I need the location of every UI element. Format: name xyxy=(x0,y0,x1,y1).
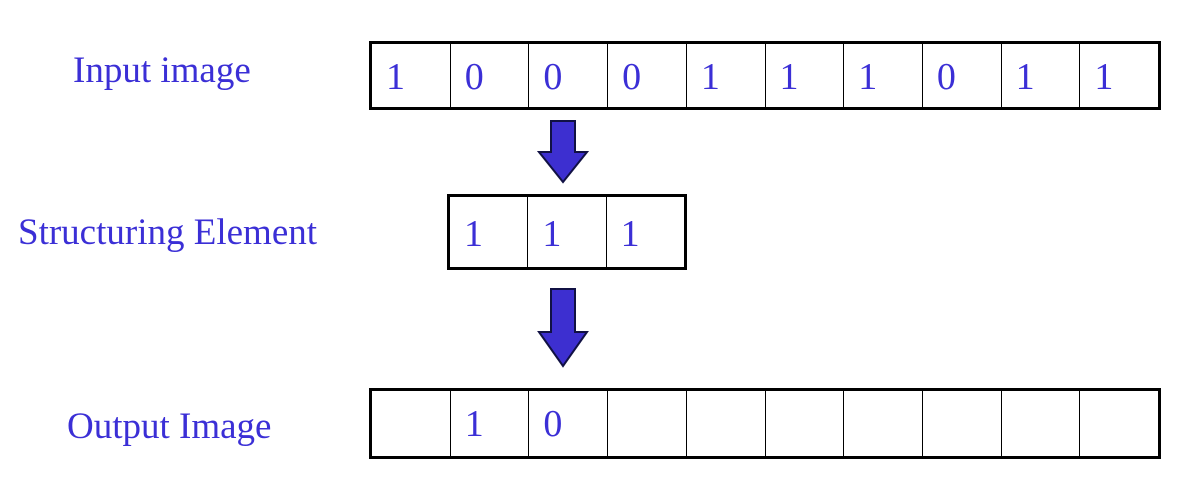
output-cell xyxy=(921,391,1001,456)
output-cell xyxy=(764,391,844,456)
output-cell: 1 xyxy=(449,391,529,456)
structuring-element-row: 1 1 1 xyxy=(447,194,687,270)
input-image-row: 1 0 0 0 1 1 1 0 1 1 xyxy=(369,41,1161,110)
input-cell: 1 xyxy=(386,56,405,98)
structuring-element-cell: 1 xyxy=(605,197,684,267)
down-arrow-icon xyxy=(537,288,589,368)
input-cell: 0 xyxy=(607,44,686,107)
output-cell xyxy=(685,391,765,456)
input-cell: 1 xyxy=(1000,44,1080,107)
output-cell xyxy=(372,391,450,456)
input-cell: 0 xyxy=(528,44,607,107)
input-cell: 0 xyxy=(449,44,529,107)
structuring-element-label: Structuring Element xyxy=(18,212,318,253)
output-cell xyxy=(607,391,686,456)
input-cell: 1 xyxy=(764,44,844,107)
output-cell xyxy=(1079,391,1158,456)
output-image-label: Output Image xyxy=(67,406,272,447)
input-cell: 1 xyxy=(843,44,922,107)
structuring-element-cell: 1 xyxy=(464,213,483,255)
input-image-label: Input image xyxy=(73,50,251,91)
output-cell: 0 xyxy=(528,391,607,456)
input-cell: 1 xyxy=(685,44,765,107)
input-cell: 0 xyxy=(921,44,1001,107)
output-image-row: 1 0 xyxy=(369,388,1161,459)
down-arrow-icon xyxy=(537,120,589,184)
structuring-element-cell: 1 xyxy=(527,197,605,267)
output-cell xyxy=(843,391,922,456)
input-cell: 1 xyxy=(1079,44,1158,107)
output-cell xyxy=(1000,391,1080,456)
